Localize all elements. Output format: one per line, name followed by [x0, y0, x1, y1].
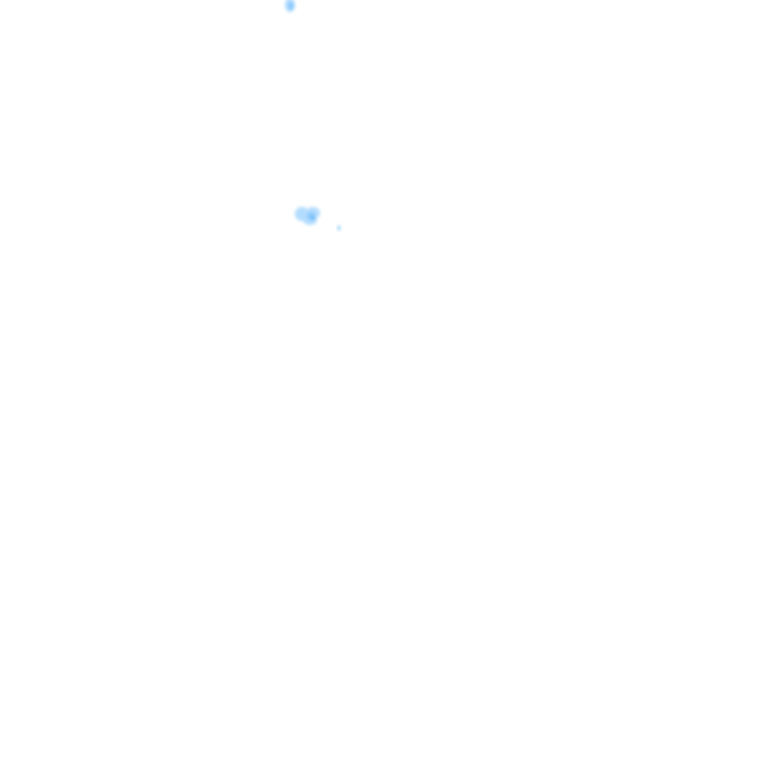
- precip-cell-middle: [295, 207, 320, 225]
- precip-cell-speck: [337, 225, 341, 231]
- precip-cell-top: [285, 0, 295, 12]
